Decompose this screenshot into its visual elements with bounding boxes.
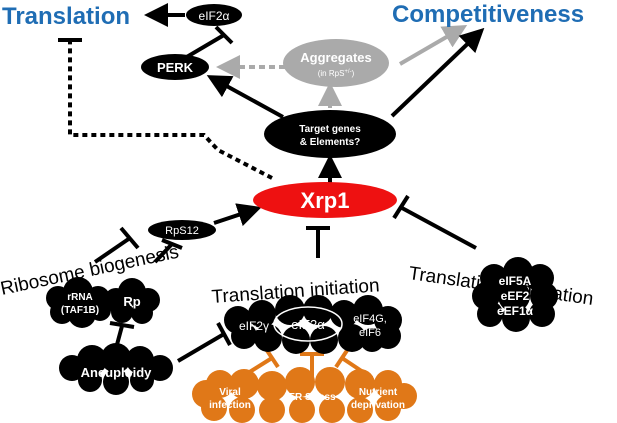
nutrient-line2: deprivation — [351, 400, 405, 411]
rrna-line2: (TAF1B) — [61, 305, 99, 316]
rrna-cloud — [46, 277, 111, 328]
target-genes-line2: & Elements? — [300, 137, 361, 148]
eif4g-line2: eIF6 — [359, 327, 381, 339]
elong-line3: eEF1α — [497, 304, 534, 318]
inhibit-bar-perk-eif2a — [214, 25, 234, 45]
arrow-rps12-to-xrp1 — [213, 203, 262, 227]
eif2a-top-node — [186, 4, 242, 26]
eif4g-line1: eIF4G, — [353, 313, 387, 325]
eif2a-mid-label: eIF2α — [291, 317, 325, 332]
initiation-cloud — [224, 295, 402, 354]
competitiveness-label: Competitiveness — [392, 1, 584, 28]
rp-cloud — [104, 278, 160, 324]
arrow-aggregates-to-competitiveness — [398, 24, 468, 66]
aneuploidy-cloud — [59, 343, 173, 395]
rrna-line1: rRNA — [67, 292, 93, 303]
inhibit-ribosome-to-rps12 — [93, 236, 132, 264]
inhibit-aneuploidy-to-eif2g — [176, 332, 226, 363]
er-stress-label: ER Stress — [288, 392, 336, 403]
rps12-node — [148, 220, 216, 240]
viral-line2: infection — [209, 400, 251, 411]
inhibit-bar-aneuploidy-rp — [109, 321, 135, 329]
translation-label: Translation — [2, 3, 130, 30]
aggregates-node — [283, 39, 389, 87]
xrp1-label: Xrp1 — [301, 188, 350, 213]
inhibit-bar-ribosome-rps12 — [119, 226, 140, 250]
aggregates-sub-label: (in RpS+/-) — [318, 69, 355, 78]
dotted-inhibit-xrp1-translation — [68, 42, 273, 180]
eif2g-label: eIF2γ — [239, 319, 269, 333]
elongation-cloud — [472, 257, 558, 332]
stress-cloud — [192, 367, 417, 423]
inhibit-bar-nutrient — [334, 347, 350, 369]
elong-line2: eEF2 — [501, 289, 530, 303]
arrow-target-to-competitiveness — [390, 27, 485, 118]
xrp1-node — [253, 182, 397, 218]
inhibit-bar-aneuploidy-eif2g — [216, 322, 232, 346]
elong-line1: eIF5A — [499, 274, 532, 288]
inhibit-perk-to-eif2a — [183, 33, 226, 60]
arrow-target-to-perk — [206, 75, 284, 119]
rps12-label: RpS12 — [165, 225, 199, 237]
target-genes-node — [264, 110, 396, 158]
eif2a-top-label: eIF2α — [199, 9, 230, 23]
inhibit-elongation-to-xrp1 — [401, 206, 477, 250]
inhibit-bar-rp-rps12 — [161, 238, 183, 250]
inhibit-rp-to-rps12 — [153, 242, 174, 264]
eif2a-mid-outline — [273, 306, 343, 342]
viral-line1: Viral — [219, 387, 241, 398]
target-genes-line1: Target genes — [299, 124, 361, 135]
perk-label: PERK — [157, 60, 194, 75]
inhibit-bar-elongation-xrp1 — [392, 194, 410, 220]
aneuploidy-label: Aneuploidy — [81, 365, 153, 380]
nutrient-line1: Nutrient — [359, 387, 398, 398]
rp-label: Rp — [123, 294, 140, 309]
perk-node — [141, 54, 209, 80]
aggregates-label: Aggregates — [300, 50, 372, 65]
